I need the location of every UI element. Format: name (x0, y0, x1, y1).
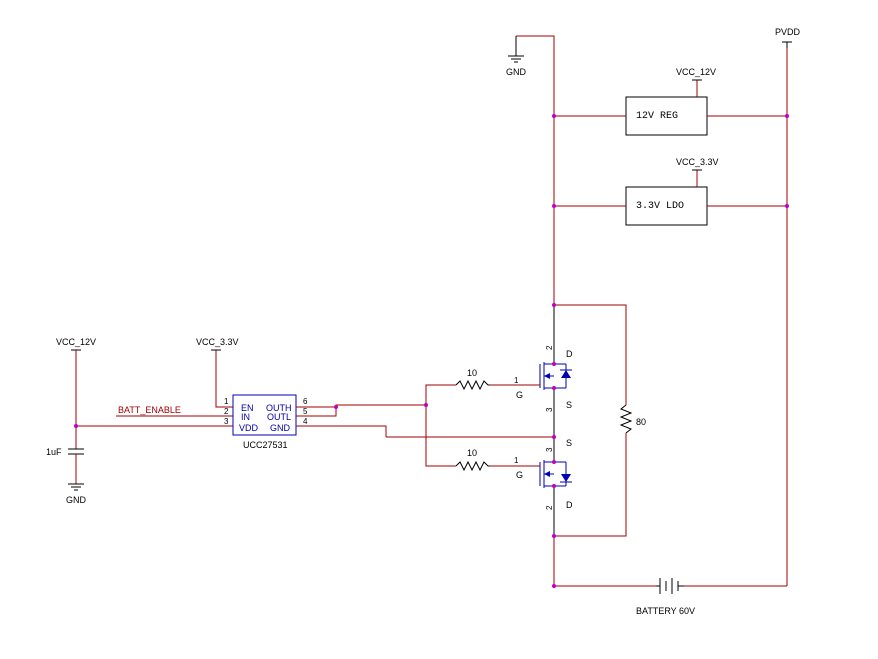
gnd-left-label: GND (66, 495, 87, 505)
mosfet-top-s: S (566, 400, 572, 410)
battery-left-wire (553, 536, 656, 587)
mosfet-top-d: D (566, 349, 573, 359)
driver-pin-in-label: IN (241, 412, 250, 422)
gate-res-top-wire-left (425, 384, 456, 405)
gnd-top-symbol (508, 36, 524, 63)
ldo33-vcc-label: VCC_3.3V (676, 157, 719, 167)
batt-enable-label: BATT_ENABLE (118, 405, 181, 415)
mosfet-top (539, 305, 572, 437)
mosfet-top-g: G (516, 390, 523, 400)
mosfet-bottom-g: G (516, 470, 523, 480)
driver-pin-4-num: 4 (303, 417, 308, 426)
ldo33-label: 3.3V LDO (636, 201, 684, 212)
mosfet-top-pin-d: 2 (545, 345, 554, 350)
r80-symbol (619, 404, 633, 434)
driver-pin-2-num: 2 (224, 407, 229, 416)
mosfet-top-pin-g: 1 (514, 376, 519, 385)
driver-pin-vdd-label: VDD (239, 423, 259, 433)
gnd-bus-wire (516, 35, 555, 305)
driver-pin-3-num: 3 (224, 417, 229, 426)
driver-pin-outh-label: OUTH (266, 403, 292, 413)
capacitor-label: 1uF (46, 447, 62, 457)
driver-pin-6-num: 6 (303, 397, 308, 406)
junction-dots (74, 114, 789, 588)
r80-bottom-wire (554, 433, 627, 537)
vcc33-driver-label: VCC_3.3V (196, 337, 239, 347)
gate-res-bottom-label: 10 (467, 448, 477, 458)
driver-pin-1-num: 1 (224, 397, 229, 406)
battery-label: BATTERY 60V (636, 606, 695, 616)
mosfet-bottom-d: D (566, 500, 573, 510)
source-node-label: S (566, 438, 572, 448)
driver-pin-gnd-label: GND (270, 423, 291, 433)
pvdd-label: PVDD (775, 27, 801, 37)
pvdd-arrow-symbol (782, 41, 792, 48)
gate-res-top-symbol (455, 379, 490, 391)
driver-en-wire (215, 350, 233, 408)
r80-top-wire (554, 304, 627, 405)
driver-pin-outl-label: OUTL (267, 412, 291, 422)
gate-res-bottom-symbol (455, 460, 490, 472)
reg12-label: 12V REG (636, 111, 678, 122)
gnd-left-symbol (68, 483, 84, 491)
gnd-top-label: GND (506, 67, 527, 77)
gate-res-top-label: 10 (467, 368, 477, 378)
reg12-vcc-label: VCC_12V (676, 67, 716, 77)
mosfet-bottom-pin-s: 3 (545, 447, 554, 452)
driver-ic-body (232, 394, 297, 436)
driver-pin-en-label: EN (241, 403, 254, 413)
driver-outl-wire (296, 404, 426, 417)
mosfet-top-pin-s: 3 (545, 407, 554, 412)
driver-pin-5-num: 5 (303, 407, 308, 416)
mosfet-bottom-pin-d: 2 (545, 505, 554, 510)
vcc12-left-label: VCC_12V (56, 337, 96, 347)
mosfet-bottom-pin-g: 1 (514, 456, 519, 465)
driver-ic-name: UCC27531 (243, 440, 288, 450)
r80-label: 80 (636, 417, 646, 427)
capacitor-symbol (68, 448, 84, 455)
gate-res-bottom-wire-left (425, 405, 456, 467)
battery-symbol (656, 578, 684, 594)
driver-gnd-wire (296, 425, 387, 437)
